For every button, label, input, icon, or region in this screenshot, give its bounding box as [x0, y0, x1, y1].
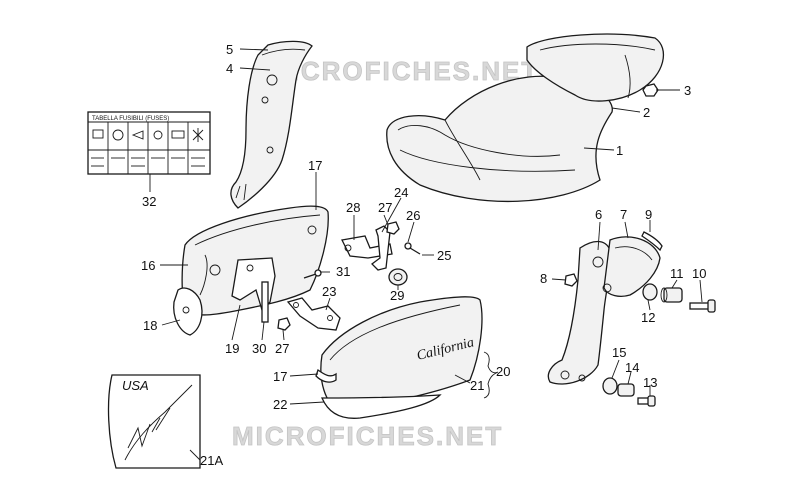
center-bracket: [341, 221, 421, 271]
callout-4: 4: [226, 61, 233, 76]
callout-17-top: 17: [308, 158, 322, 173]
fuse-label: TABELLA FUSIBILI (FUSES): [87, 111, 211, 175]
callout-28: 28: [346, 200, 360, 215]
callout-21A: 21A: [200, 453, 223, 468]
callout-11: 11: [670, 266, 684, 281]
nut-27-lower: [277, 317, 291, 331]
bolt-10-group: [642, 283, 716, 313]
frame-cover: [230, 40, 313, 209]
callout-9: 9: [645, 207, 652, 222]
right-side-cover: California: [315, 296, 483, 419]
callout-14: 14: [625, 360, 639, 375]
screw-31: [303, 269, 322, 279]
callout-12: 12: [641, 310, 655, 325]
callout-31: 31: [336, 264, 350, 279]
callout-22: 22: [273, 397, 287, 412]
usa-emblem: USA: [107, 374, 201, 469]
callout-21: 21: [470, 378, 484, 393]
grommet-29: [388, 268, 408, 286]
callout-3: 3: [684, 83, 691, 98]
callout-23: 23: [322, 284, 336, 299]
bolt-13-group: [602, 377, 656, 407]
right-frame-rail: [547, 231, 663, 385]
callout-26: 26: [406, 208, 420, 223]
callout-27-bottom: 27: [275, 341, 289, 356]
callout-8: 8: [540, 271, 547, 286]
callout-10: 10: [692, 266, 706, 281]
callout-25: 25: [437, 248, 451, 263]
brace-20: [483, 351, 499, 399]
callout-17-bottom: 17: [273, 369, 287, 384]
callout-29: 29: [390, 288, 404, 303]
bracket-23: [286, 297, 341, 331]
callout-15: 15: [612, 345, 626, 360]
callout-2: 2: [643, 105, 650, 120]
callout-19: 19: [225, 341, 239, 356]
callout-13: 13: [643, 375, 657, 390]
side-cover-bracket: [231, 257, 276, 323]
callout-27-top: 27: [378, 200, 392, 215]
emblem-region: USA: [122, 378, 149, 393]
callout-16: 16: [141, 258, 155, 273]
nut-3: [642, 83, 659, 97]
callout-1: 1: [616, 143, 623, 158]
callout-5: 5: [226, 42, 233, 57]
pillion-seat: [526, 33, 664, 102]
callout-24: 24: [394, 185, 408, 200]
callout-18: 18: [143, 318, 157, 333]
watermark-top: MICROFICHES.NET: [268, 56, 539, 86]
callout-20: 20: [496, 364, 510, 379]
callout-32: 32: [142, 194, 156, 209]
callout-30: 30: [252, 341, 266, 356]
callout-7: 7: [620, 207, 627, 222]
leader-lines: [149, 48, 703, 461]
watermark-bottom: MICROFICHES.NET: [232, 421, 503, 451]
callout-6: 6: [595, 207, 602, 222]
fuse-label-title: TABELLA FUSIBILI (FUSES): [92, 116, 169, 122]
seat: [386, 75, 613, 203]
callout-numbers: 1 2 3 4 5 6 7 8 9 10 11 12 13 14 15 16 1…: [141, 42, 706, 468]
